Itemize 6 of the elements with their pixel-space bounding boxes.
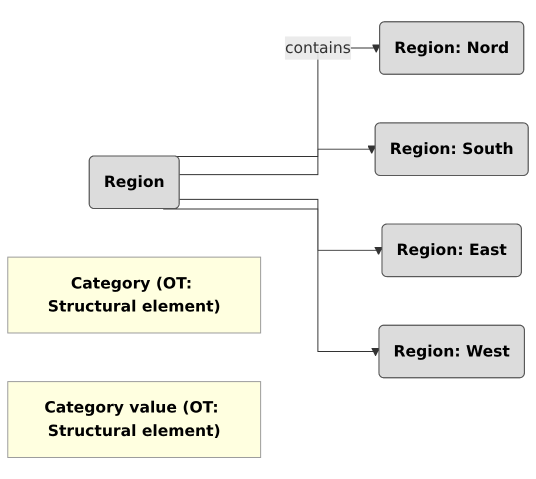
node-box: Category (OT: Structural element) (7, 256, 262, 334)
node-box: Category value (OT: Structural element) (7, 381, 262, 458)
arrow (179, 145, 376, 175)
arrow (162, 208, 380, 356)
arrow (179, 198, 383, 255)
edge-label: contains (284, 38, 351, 57)
